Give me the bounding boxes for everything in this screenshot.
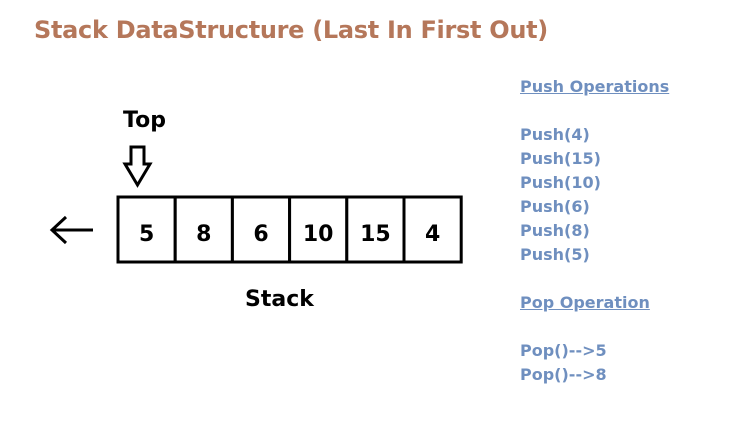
stack-cells: 5 8 6 10 15 4 <box>116 195 463 264</box>
stack-cell-value: 10 <box>303 222 334 247</box>
push-operation-item: Push(15) <box>520 149 601 168</box>
push-operation-item: Push(8) <box>520 221 590 240</box>
stack-cell-value: 5 <box>139 222 154 247</box>
stack-caption: Stack <box>245 287 314 312</box>
stack-cell-value: 8 <box>196 222 211 247</box>
push-operation-item: Push(5) <box>520 245 590 264</box>
pop-operation-item: Pop()-->8 <box>520 365 607 384</box>
top-pointer-down-arrow-icon <box>122 145 153 188</box>
stack-cell-box <box>345 195 406 264</box>
push-operations-section: Push Operations <box>520 75 669 99</box>
pop-direction-left-arrow-icon <box>49 215 93 245</box>
pop-operations-heading: Pop Operation <box>520 293 650 312</box>
push-operation-item: Push(10) <box>520 173 601 192</box>
stack-cell-box <box>402 195 463 264</box>
top-label: Top <box>123 108 166 133</box>
diagram-title: Stack DataStructure (Last In First Out) <box>34 16 548 44</box>
stack-cell-box <box>230 195 292 264</box>
push-operations-heading: Push Operations <box>520 77 670 96</box>
stack-cell-box <box>116 195 177 264</box>
pop-operations-section: Pop Operation <box>520 291 650 315</box>
push-operations-list: Push(4) Push(15) Push(10) Push(6) Push(8) Pus… <box>520 123 601 267</box>
stack-cell-value: 15 <box>360 222 391 247</box>
push-operation-item: Push(4) <box>520 125 590 144</box>
stack-cell-box <box>288 195 349 264</box>
pop-operation-item: Pop()-->5 <box>520 341 607 360</box>
push-operation-item: Push(6) <box>520 197 590 216</box>
stack-cell-value: 4 <box>425 222 440 247</box>
stack-cell-value: 6 <box>253 222 268 247</box>
